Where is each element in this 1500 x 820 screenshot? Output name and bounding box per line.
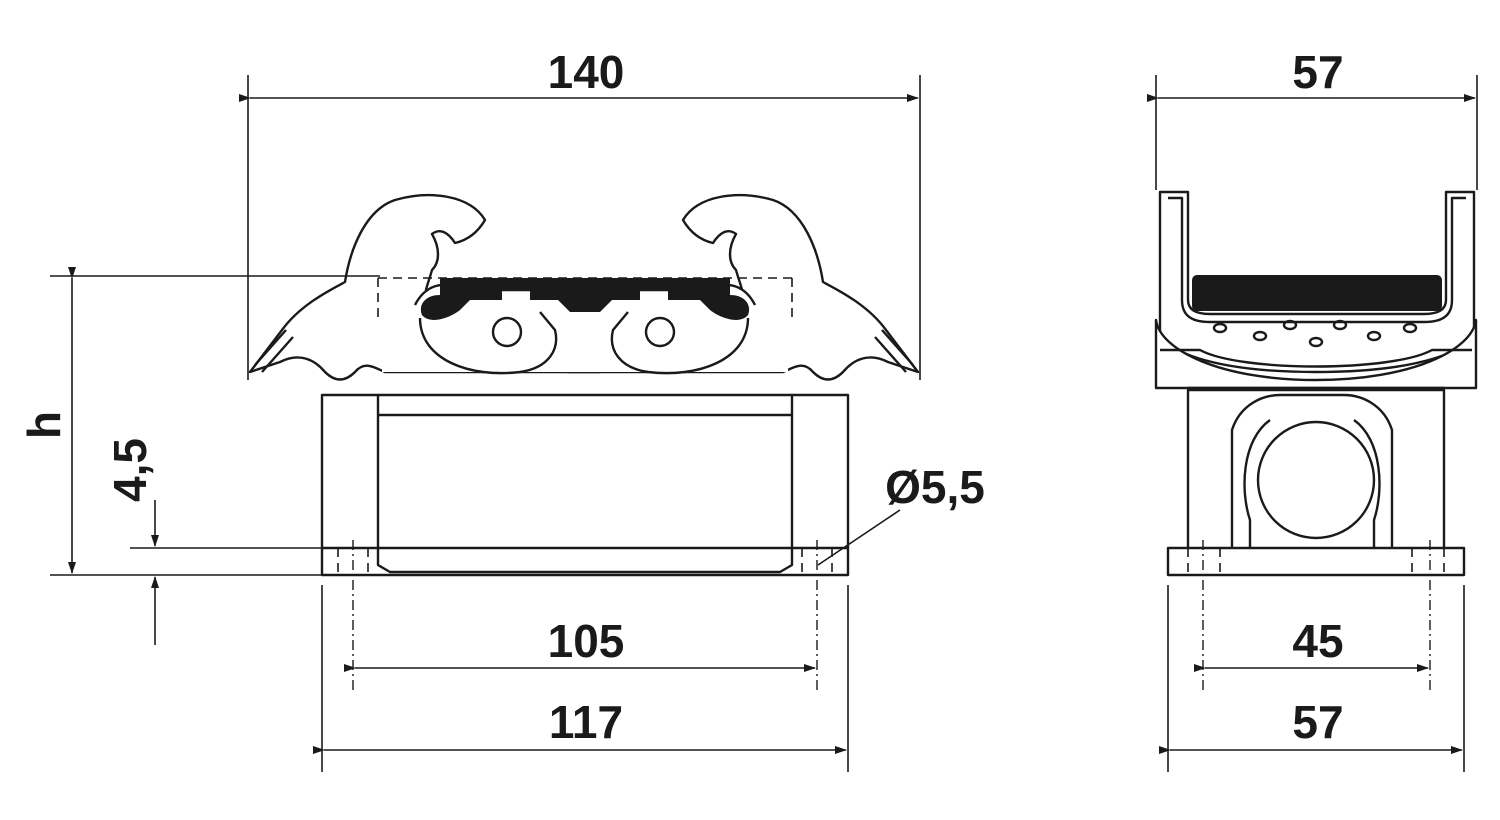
dim-hole-spacing-side: 45 (1292, 615, 1343, 667)
side-dimensions: 57 45 57 (1147, 46, 1478, 772)
dim-base-thickness: 4,5 (104, 438, 156, 502)
latch-bar (420, 278, 750, 320)
side-view (1154, 190, 1478, 577)
dim-side-width-bottom: 57 (1292, 696, 1343, 748)
dim-hole-diameter: Ø5,5 (885, 461, 985, 513)
front-dimensions: 140 h 4,5 Ø5,5 105 117 (18, 46, 985, 772)
front-housing-body (320, 393, 850, 577)
left-peg (491, 316, 523, 348)
right-peg (644, 316, 676, 348)
cable-entry (1256, 420, 1376, 540)
side-dark-bar (1192, 275, 1442, 311)
dim-height: h (18, 411, 70, 439)
dim-side-width-top: 57 (1292, 46, 1343, 98)
dim-overall-width: 140 (548, 46, 625, 98)
dim-hole-spacing-front: 105 (548, 615, 625, 667)
dim-base-length: 117 (549, 696, 623, 748)
side-base-flange (1166, 546, 1466, 577)
front-view (248, 194, 920, 577)
